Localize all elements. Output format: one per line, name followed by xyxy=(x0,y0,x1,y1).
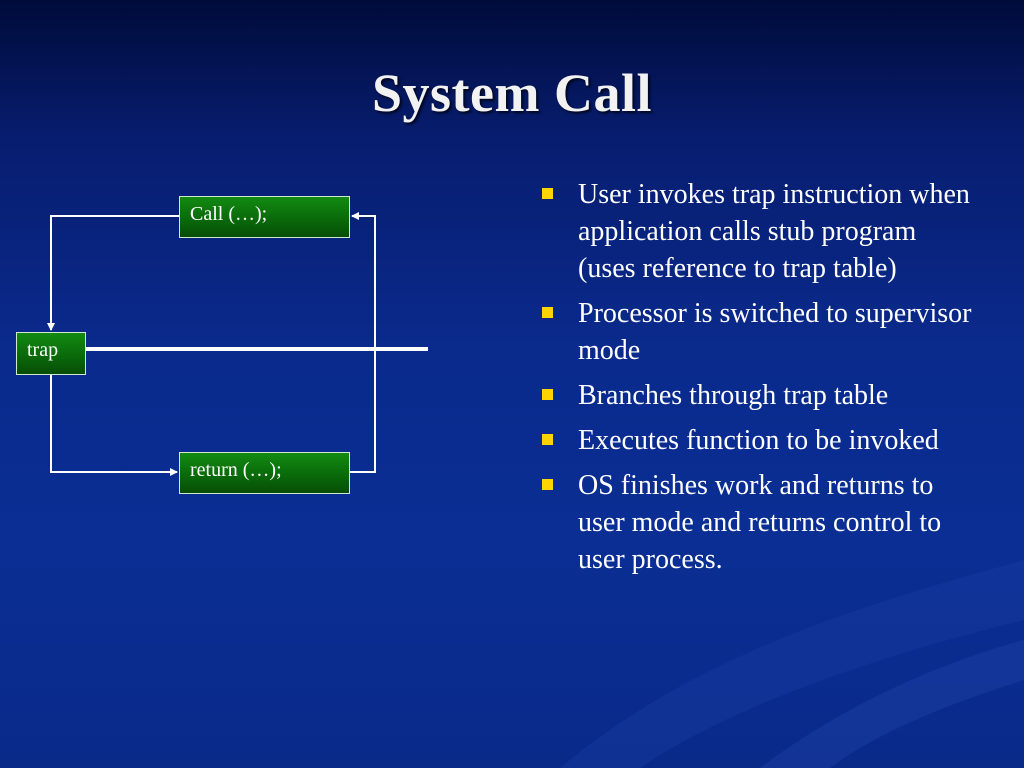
bullet-list: User invokes trap instruction when appli… xyxy=(540,176,980,586)
square-bullet-icon xyxy=(542,434,553,445)
bullet-text: Processor is switched to supervisor mode xyxy=(578,298,972,366)
bullet-item: Branches through trap table xyxy=(540,377,980,414)
square-bullet-icon xyxy=(542,389,553,400)
bullet-item: User invokes trap instruction when appli… xyxy=(540,176,980,287)
bullet-text: Branches through trap table xyxy=(578,380,889,411)
bullet-text: Executes function to be invoked xyxy=(578,425,939,456)
trap-box: trap xyxy=(16,332,86,375)
square-bullet-icon xyxy=(542,479,553,490)
bullet-text: OS finishes work and returns to user mod… xyxy=(578,470,942,575)
bullet-item: OS finishes work and returns to user mod… xyxy=(540,467,980,578)
square-bullet-icon xyxy=(542,307,553,318)
bullet-text: User invokes trap instruction when appli… xyxy=(578,179,970,284)
call-to-trap-arrow xyxy=(47,215,179,331)
bullet-item: Processor is switched to supervisor mode xyxy=(540,295,980,369)
return-box: return (…); xyxy=(179,452,350,494)
return-to-call-arrow xyxy=(350,212,376,473)
call-box: Call (…); xyxy=(179,196,350,238)
slide-title: System Call xyxy=(372,63,652,123)
trap-to-return-arrow xyxy=(50,375,178,476)
square-bullet-icon xyxy=(542,188,553,199)
bullet-item: Executes function to be invoked xyxy=(540,422,980,459)
